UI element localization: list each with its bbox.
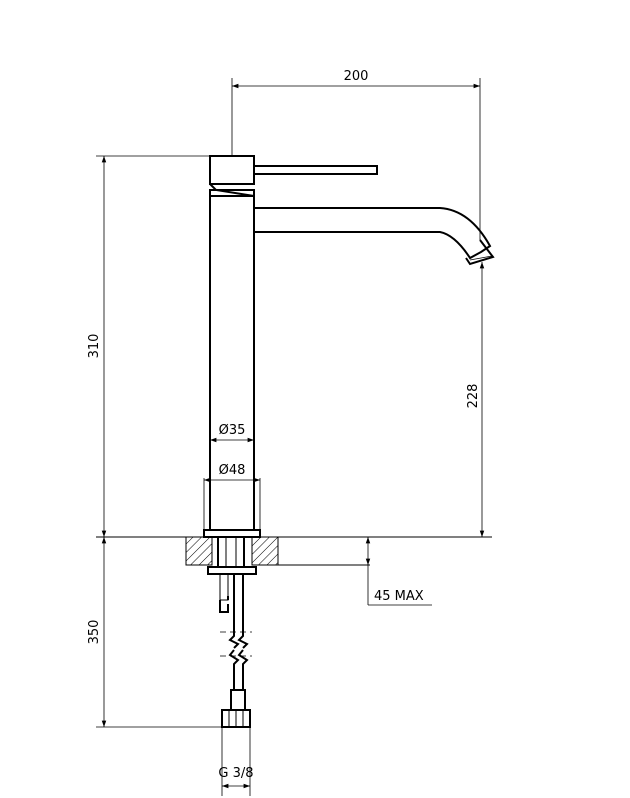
base-diameter-label: Ø48: [219, 463, 246, 478]
mounting-shank: [207, 536, 257, 613]
countertop-section: [96, 536, 492, 566]
faucet-body: [203, 155, 261, 538]
dimension-hose-length: 350: [87, 537, 222, 728]
spout-height-label: 228: [466, 384, 481, 409]
dimension-body-diameter: Ø35: [210, 423, 254, 443]
flexible-hose: [220, 574, 252, 728]
dimension-connection: G 3/8: [218, 727, 254, 796]
dimension-base-diameter: Ø48: [203, 463, 261, 530]
body-diameter-label: Ø35: [219, 423, 246, 438]
spout-reach-label: 200: [344, 69, 369, 84]
lever-handle: [254, 165, 378, 175]
dimension-spout-reach: 200: [231, 69, 481, 240]
spout: [254, 207, 495, 266]
dimension-total-height: 310: [87, 155, 210, 537]
dimension-spout-height: 228: [466, 262, 485, 537]
total-height-label: 310: [87, 334, 102, 359]
hose-length-label: 350: [87, 620, 102, 645]
connection-label: G 3/8: [218, 766, 253, 781]
max-thickness-label: 45 MAX: [374, 589, 424, 604]
dimension-max-thickness: 45 MAX: [365, 537, 432, 606]
